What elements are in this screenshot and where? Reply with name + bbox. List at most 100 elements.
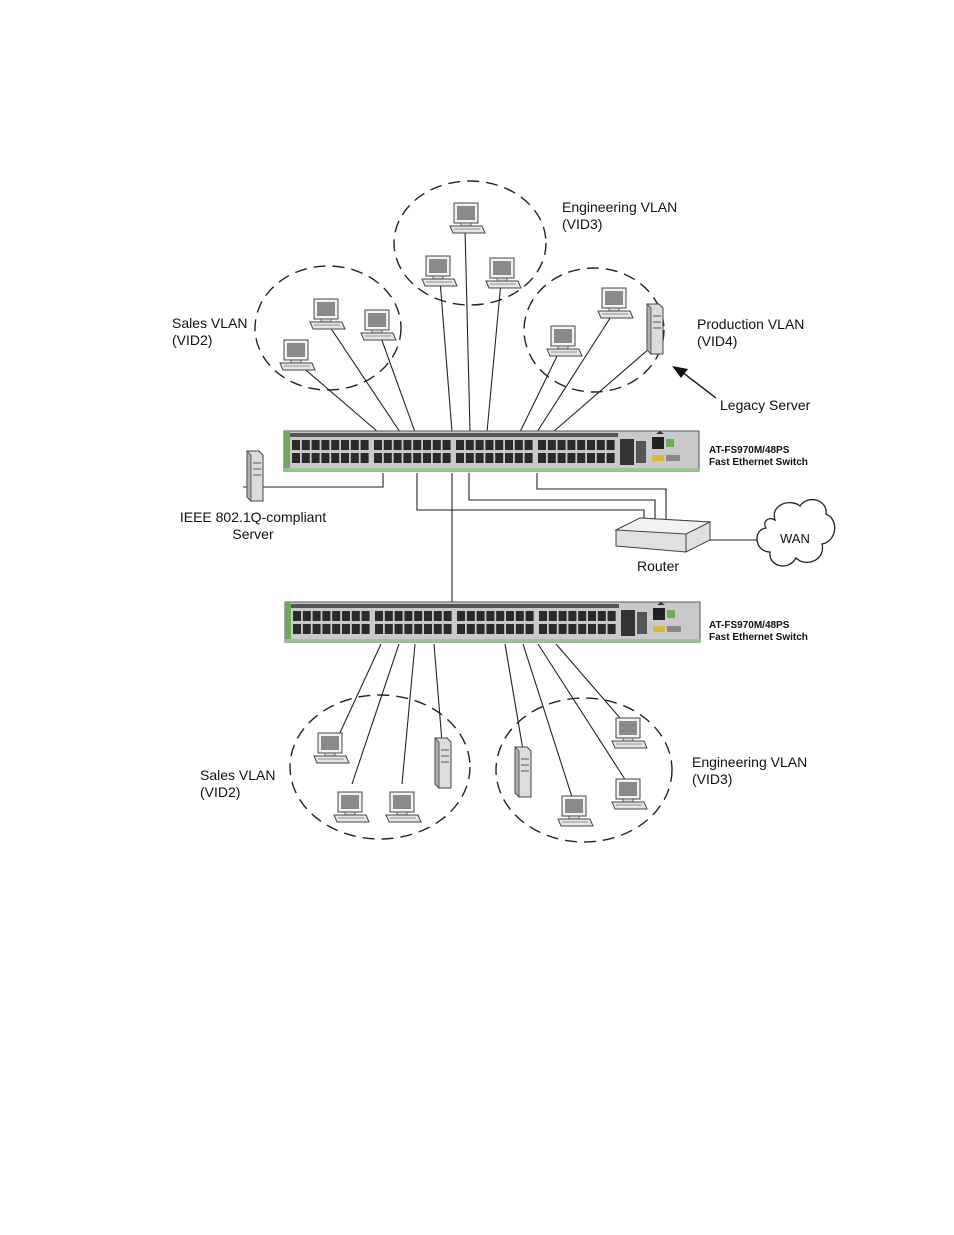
switch-port [331, 453, 339, 463]
switch-port [597, 440, 605, 450]
switch-port [313, 611, 321, 621]
switch-port [424, 611, 432, 621]
eng-vlan-bottom-name: Engineering VLAN [692, 754, 807, 771]
switch-port [293, 611, 301, 621]
switch-port [558, 440, 566, 450]
switch-port [433, 453, 441, 463]
switch-port [457, 624, 465, 634]
legacy-server-label: Legacy Server [720, 397, 810, 414]
switch-port [332, 611, 340, 621]
switch-port [395, 611, 403, 621]
wan-label: WAN [780, 531, 810, 546]
prod-vlan-top-vid: (VID4) [697, 333, 804, 350]
sales-computer-icon [314, 733, 349, 763]
switch-port [384, 440, 392, 450]
switch-port [467, 611, 475, 621]
switch-port [424, 624, 432, 634]
switch-port [394, 453, 402, 463]
switch-port [539, 624, 547, 634]
switch-port [341, 453, 349, 463]
switch-port [559, 624, 567, 634]
switch-port [322, 624, 330, 634]
switch-port [351, 453, 359, 463]
switch-port [549, 611, 557, 621]
switch-port [608, 611, 616, 621]
bottom-switch-label: AT-FS970M/48PS Fast Ethernet Switch [709, 620, 808, 644]
switch-port [588, 624, 596, 634]
bottom-switch-type: Fast Ethernet Switch [709, 632, 808, 644]
switch-port [567, 440, 575, 450]
switch-port [456, 440, 464, 450]
switch-port [598, 611, 606, 621]
switch-port [434, 611, 442, 621]
switch-port [444, 624, 452, 634]
switch-port [341, 440, 349, 450]
switch-port [486, 611, 494, 621]
switch-port [332, 624, 340, 634]
switch-port [567, 453, 575, 463]
switch-port [476, 440, 484, 450]
eng-computer-icon [422, 256, 457, 286]
switch-port [559, 611, 567, 621]
switch-port [403, 440, 411, 450]
switch-port [526, 611, 534, 621]
switch-port [342, 624, 350, 634]
sales-computer-icon [280, 340, 315, 370]
switch-port [361, 453, 369, 463]
switch-port [598, 624, 606, 634]
ieee-server-sub: Server [170, 526, 336, 543]
eng-vlan-bottom-label: Engineering VLAN (VID3) [692, 754, 807, 788]
ieee-server-label: IEEE 802.1Q-compliant Server [170, 509, 336, 543]
switch-port [538, 453, 546, 463]
switch-port [457, 611, 465, 621]
switch-port [587, 440, 595, 450]
switch-port [312, 453, 320, 463]
eng-computer-icon [612, 779, 647, 809]
switch-port [303, 611, 311, 621]
switch-port [375, 611, 383, 621]
switch-port [577, 453, 585, 463]
switch-port [525, 440, 533, 450]
switch-port [384, 453, 392, 463]
switch-port [351, 440, 359, 450]
eng-vlan-top-label: Engineering VLAN (VID3) [562, 199, 677, 233]
switch-port [515, 440, 523, 450]
switch-port [342, 611, 350, 621]
switch-port [434, 624, 442, 634]
switch-port [485, 440, 493, 450]
switch-port [331, 440, 339, 450]
switch-port [352, 624, 360, 634]
switch-port [413, 440, 421, 450]
switch-port [495, 453, 503, 463]
switch-port [578, 624, 586, 634]
switch-port [477, 611, 485, 621]
eng-vlan-top-vid: (VID3) [562, 216, 677, 233]
switch-port [588, 611, 596, 621]
switch-port [549, 624, 557, 634]
prod-vlan-top-group [524, 268, 664, 392]
switch-port [302, 453, 310, 463]
switch-port [539, 611, 547, 621]
bottom-switch [285, 602, 700, 642]
switch-port [404, 611, 412, 621]
switch-port [385, 611, 393, 621]
switch-port [403, 453, 411, 463]
sales-computer-icon [386, 792, 421, 822]
switch-port [515, 453, 523, 463]
switch-port [526, 624, 534, 634]
switch-port [476, 453, 484, 463]
sales-server-icon [435, 738, 451, 788]
prod-vlan-top-name: Production VLAN [697, 316, 804, 333]
switch-port [516, 624, 524, 634]
prod-vlan-top-label: Production VLAN (VID4) [697, 316, 804, 350]
switch-port [607, 453, 615, 463]
switch-port [423, 440, 431, 450]
switch-port [485, 453, 493, 463]
switch-port [303, 624, 311, 634]
switch-port [443, 453, 451, 463]
switch-port [292, 453, 300, 463]
switch-port [548, 440, 556, 450]
sales-vlan-top-label: Sales VLAN (VID2) [172, 315, 247, 349]
legacy-arrow [682, 372, 716, 398]
